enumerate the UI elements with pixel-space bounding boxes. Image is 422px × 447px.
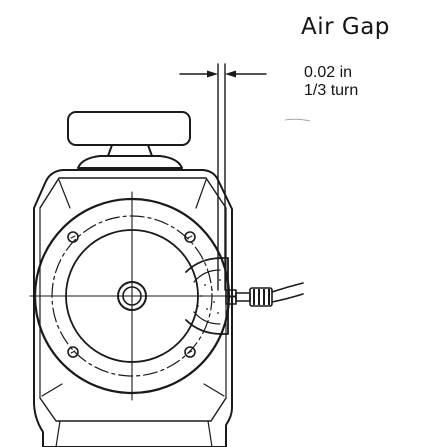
- gap-arrow-left: [207, 70, 218, 78]
- sensor-stem: [235, 292, 251, 302]
- sensor-pickup-housing: [185, 257, 229, 335]
- corner-line-bottom-left: [41, 383, 63, 397]
- gap-arrow-right: [225, 70, 236, 78]
- housing-skirt-right: [207, 420, 213, 447]
- housing-skirt-left: [55, 420, 61, 447]
- housing-outline: [33, 169, 233, 447]
- adjustment-turn-label: 1/3 turn: [304, 82, 359, 99]
- handwheel-neck: [107, 144, 153, 157]
- bolt-top-right-slot: [187, 235, 193, 239]
- bolt-bottom-left: [67, 346, 79, 358]
- handwheel-base: [77, 155, 183, 169]
- mounting-bolts: [67, 231, 196, 358]
- bolt-bottom-left-slot: [70, 350, 76, 354]
- adjusting-sensor-nut: [225, 287, 273, 307]
- shaft-hub-inner: [122, 286, 142, 306]
- top-handwheel: [67, 111, 191, 169]
- bolt-top-right: [184, 231, 196, 243]
- sensor-bracket-inner-bottom: [193, 311, 221, 325]
- bolt-bottom-right: [184, 346, 196, 358]
- sensor-bracket-outline: [185, 257, 229, 335]
- figure-title: Air Gap: [301, 14, 390, 40]
- bolt-top-left: [67, 231, 79, 243]
- gap-dimension: [179, 63, 267, 291]
- cable-wire-upper: [271, 282, 304, 293]
- cable-wire-lower: [271, 293, 304, 303]
- corner-line-top-right: [195, 179, 207, 209]
- connector-knurl: [253, 289, 270, 305]
- air-gap-measurement: 0.02 in: [304, 64, 353, 81]
- bolt-bottom-right-slot: [187, 350, 193, 354]
- sensor-cable: [271, 282, 304, 303]
- scan-mark: [284, 118, 311, 122]
- corner-line-bottom-right: [203, 383, 225, 397]
- rotor-face: [29, 191, 237, 401]
- corner-line-top-left: [58, 179, 71, 209]
- sensor-connector: [249, 287, 273, 307]
- bolt-top-left-slot: [70, 235, 76, 239]
- sensor-stipple: [197, 279, 221, 314]
- handwheel-bar: [67, 111, 191, 146]
- housing-body: [33, 169, 233, 447]
- housing-lower-rim: [39, 397, 227, 422]
- sensor-bracket-inner-top: [193, 269, 221, 283]
- housing-shoulder-inner: [39, 177, 227, 209]
- shaft-hub-outer: [117, 281, 147, 311]
